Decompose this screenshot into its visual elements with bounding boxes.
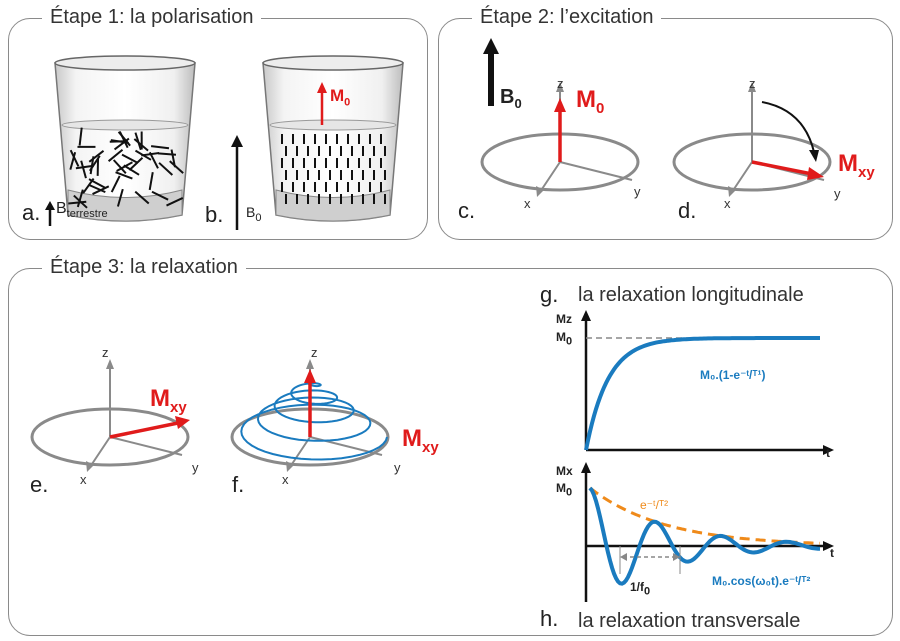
- random-spin: [76, 189, 84, 208]
- label-a: a.: [22, 200, 41, 225]
- label-c: c.: [458, 198, 476, 223]
- random-spin: [89, 155, 101, 172]
- label-g: g.: [540, 282, 559, 307]
- axis-y-e: y: [192, 460, 199, 475]
- random-spin: [121, 153, 139, 164]
- glass-random-spins-image: [54, 55, 196, 222]
- random-spin: [78, 127, 83, 146]
- random-spin: [92, 185, 110, 195]
- random-spin: [107, 148, 124, 162]
- axis-y-f: y: [394, 460, 401, 475]
- axis-y-c: y: [634, 184, 641, 199]
- graph-g-title: la relaxation longitudinale: [578, 284, 804, 306]
- random-spin: [148, 172, 154, 191]
- relaxation-spiral-f: [230, 359, 390, 472]
- random-spin: [68, 200, 87, 205]
- b0-label: B0: [246, 204, 262, 224]
- axis-x-d: x: [724, 196, 731, 211]
- random-spin: [157, 152, 177, 156]
- excitation-panel: [438, 18, 893, 240]
- random-spin: [123, 164, 140, 176]
- random-spin: [88, 183, 106, 194]
- graph-h-formula: M₀.cos(ω₀t).e⁻ᵗ/ᵀ²: [712, 574, 811, 588]
- mxy-label-e: Mxy: [150, 385, 187, 416]
- random-spin: [110, 175, 121, 193]
- random-spin: [80, 160, 87, 179]
- graph-g-xlabel: t: [826, 446, 830, 460]
- label-f: f.: [232, 472, 245, 497]
- random-spin: [88, 150, 105, 163]
- random-spin: [73, 194, 88, 209]
- relaxation-panel: [8, 268, 893, 636]
- graph-g-ylabel: Mz: [556, 312, 572, 326]
- b0-arrow-icon: [231, 135, 243, 230]
- random-spin: [134, 132, 142, 151]
- graph-h-xlabel: t: [830, 546, 834, 560]
- polarization-panel-title: Étape 1: la polarisation: [42, 6, 262, 29]
- axis-z-d: z: [749, 76, 756, 91]
- excitation-axes-c: [480, 82, 640, 197]
- b0-big-label: B0: [500, 86, 522, 111]
- graph-h-ylabel: Mx: [556, 464, 573, 478]
- b0-big-arrow-icon: [483, 38, 499, 106]
- axis-y-d: y: [834, 186, 841, 201]
- graph-g-m0-tick: M0: [556, 330, 573, 348]
- random-spin: [75, 164, 94, 170]
- graph-g-formula: M₀.(1-e⁻ᵗ/ᵀ¹): [700, 368, 766, 382]
- earth-field-arrow-icon: [45, 201, 55, 226]
- graph-h-m0-tick: M0: [556, 481, 573, 499]
- excitation-panel-title: Étape 2: l’excitation: [472, 6, 662, 29]
- axis-z-e: z: [102, 345, 109, 360]
- random-spin: [118, 131, 129, 149]
- axis-z-f: z: [311, 345, 318, 360]
- random-spin: [158, 162, 174, 176]
- m0-label-c: M0: [576, 86, 605, 117]
- earth-field-label: Bterrestre: [56, 200, 108, 221]
- label-e: e.: [30, 472, 49, 497]
- glass-aligned-spins-image: [262, 55, 404, 222]
- random-spin: [116, 161, 133, 172]
- longitudinal-relaxation-graph: [581, 310, 834, 455]
- random-spin: [170, 149, 176, 168]
- label-b: b.: [205, 202, 224, 227]
- random-spin: [112, 159, 127, 174]
- random-spin: [151, 190, 169, 201]
- m0-label-glass: M0: [330, 86, 351, 109]
- transverse-relaxation-graph: [581, 462, 834, 602]
- random-spin: [115, 171, 133, 180]
- random-spin: [133, 138, 149, 152]
- excitation-axes-d: [672, 82, 832, 197]
- random-spin: [150, 145, 170, 150]
- random-spin: [169, 160, 184, 174]
- random-spin: [128, 157, 144, 171]
- graph-h-period-label: 1/f0: [630, 580, 651, 598]
- random-spin: [82, 178, 95, 194]
- axis-x-c: x: [524, 196, 531, 211]
- random-spin: [69, 149, 80, 167]
- random-spin: [116, 188, 124, 207]
- graph-h-title: la relaxation transversale: [578, 610, 801, 632]
- graph-h-envelope-label: e⁻ᵗ/ᵀ²: [640, 498, 669, 512]
- random-spin: [134, 190, 150, 205]
- label-h: h.: [540, 606, 559, 631]
- relaxation-axes-e: [30, 359, 190, 472]
- mxy-label-d: Mxy: [838, 150, 875, 181]
- axis-x-e: x: [80, 472, 87, 487]
- random-spin: [166, 197, 184, 207]
- label-d: d.: [678, 198, 697, 223]
- axis-x-f: x: [282, 472, 289, 487]
- random-spin: [141, 151, 160, 157]
- random-spin: [69, 151, 77, 170]
- mxy-label-f: Mxy: [402, 425, 439, 456]
- axis-z-c: z: [557, 76, 564, 91]
- relaxation-panel-title: Étape 3: la relaxation: [42, 256, 246, 279]
